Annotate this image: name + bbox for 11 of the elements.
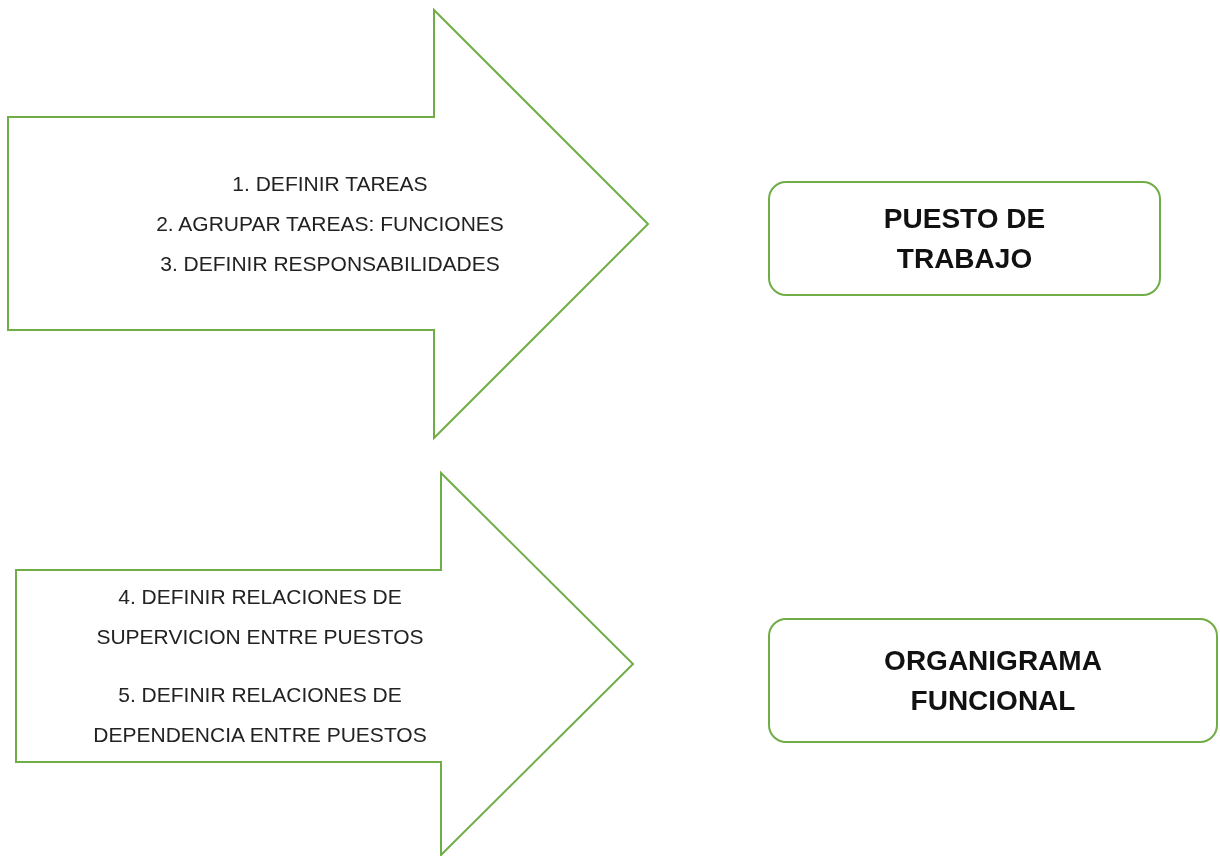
step-text: 5. DEFINIR RELACIONES DE DEPENDENCIA ENTRE PUESTOS [92,682,428,748]
step-text: 3. DEFINIR RESPONSABILIDADES [160,250,500,277]
step-text: 4. DEFINIR RELACIONES DE SUPERVICION ENTRE PUESTOS [95,584,425,650]
step-text: 2. AGRUPAR TAREAS: FUNCIONES [156,210,504,237]
block-arrow [8,10,648,438]
step-text: 1. DEFINIR TAREAS [232,170,428,197]
box-title: ORGANIGRAMA FUNCIONAL [883,643,1103,718]
rounded-box [768,618,1218,743]
block-arrow [16,473,633,855]
box-title: PUESTO DE TRABAJO [882,201,1047,276]
rounded-box [768,181,1161,296]
